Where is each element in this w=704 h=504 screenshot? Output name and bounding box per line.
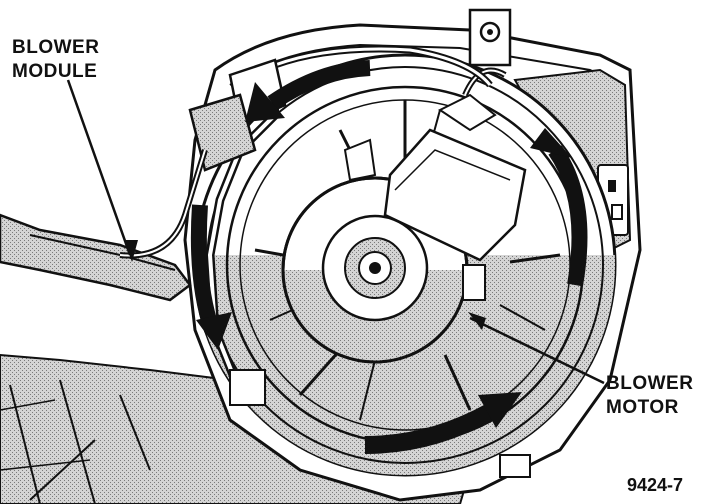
airflow-arrows [190, 60, 588, 454]
rotation-arrow-top-left [267, 60, 371, 110]
rotation-arrow-top-right [548, 145, 588, 287]
label-blower-motor-line2: MOTOR [606, 397, 679, 418]
arrowhead-left [196, 312, 232, 350]
label-blower-motor-line1: BLOWER [606, 373, 694, 394]
label-blower-module-line2: MODULE [12, 61, 98, 82]
label-blower-module-line1: BLOWER [12, 37, 100, 58]
arrowhead-top-right [530, 128, 572, 158]
leader-blower-module [66, 79, 132, 256]
rotation-arrow-bottom [364, 404, 495, 454]
leader-blower-motor [469, 316, 605, 385]
arrowhead-bottom [478, 392, 522, 428]
leader-lines [66, 79, 605, 385]
motor-body [281, 67, 527, 364]
label-blower-motor: BLOWER MOTOR [606, 372, 693, 420]
figure-number: 9424-7 [627, 475, 684, 495]
arrowhead-top-left [245, 82, 285, 122]
label-blower-module: BLOWER MODULE [12, 36, 99, 84]
